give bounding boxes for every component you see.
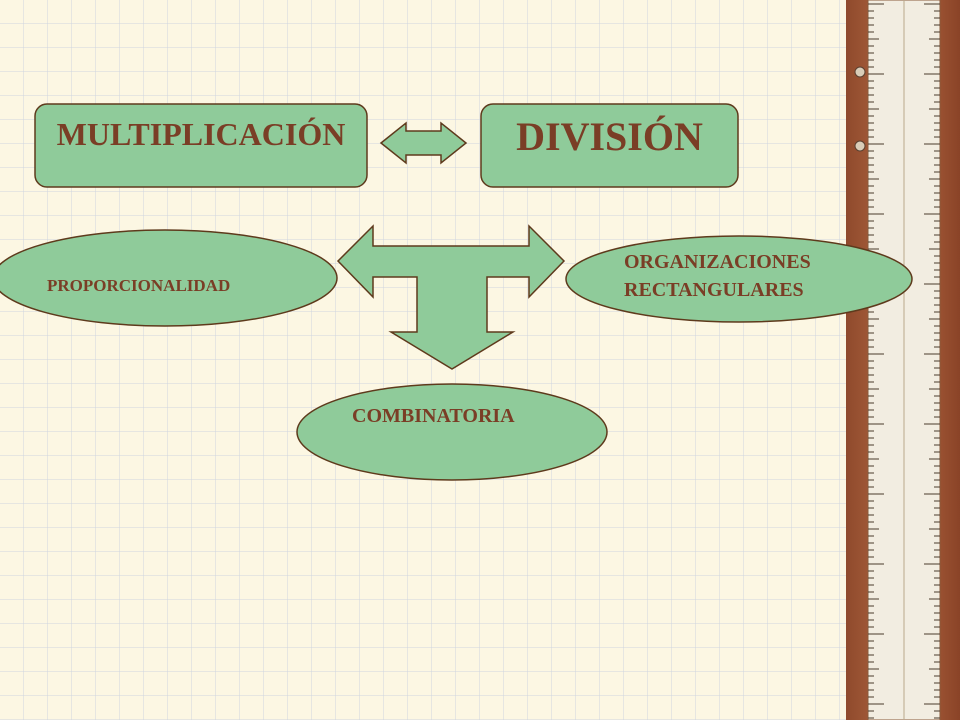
node-combinatoria-ellipse [296, 383, 608, 481]
node-combinatoria-label: COMBINATORIA [352, 405, 515, 427]
three-way-arrow-icon [336, 224, 566, 370]
node-proporcionalidad-ellipse [0, 229, 338, 327]
ruler-screw-icon [854, 66, 866, 78]
node-proporcionalidad-label: PROPORCIONALIDAD [47, 276, 231, 295]
node-organizaciones-label-line1: ORGANIZACIONES [624, 251, 811, 273]
node-organizaciones-label-line2: RECTANGULARES [624, 279, 804, 301]
node-organizaciones-ellipse [565, 235, 913, 323]
node-multiplicacion-box [34, 103, 368, 188]
node-multiplicacion-label: MULTIPLICACIÓN [56, 116, 346, 152]
ruler-decoration [846, 0, 960, 720]
double-arrow-icon [379, 121, 468, 165]
ruler-screw-icon [854, 140, 866, 152]
node-division-box [480, 103, 739, 188]
node-division-label: DIVISIÓN [516, 114, 703, 159]
